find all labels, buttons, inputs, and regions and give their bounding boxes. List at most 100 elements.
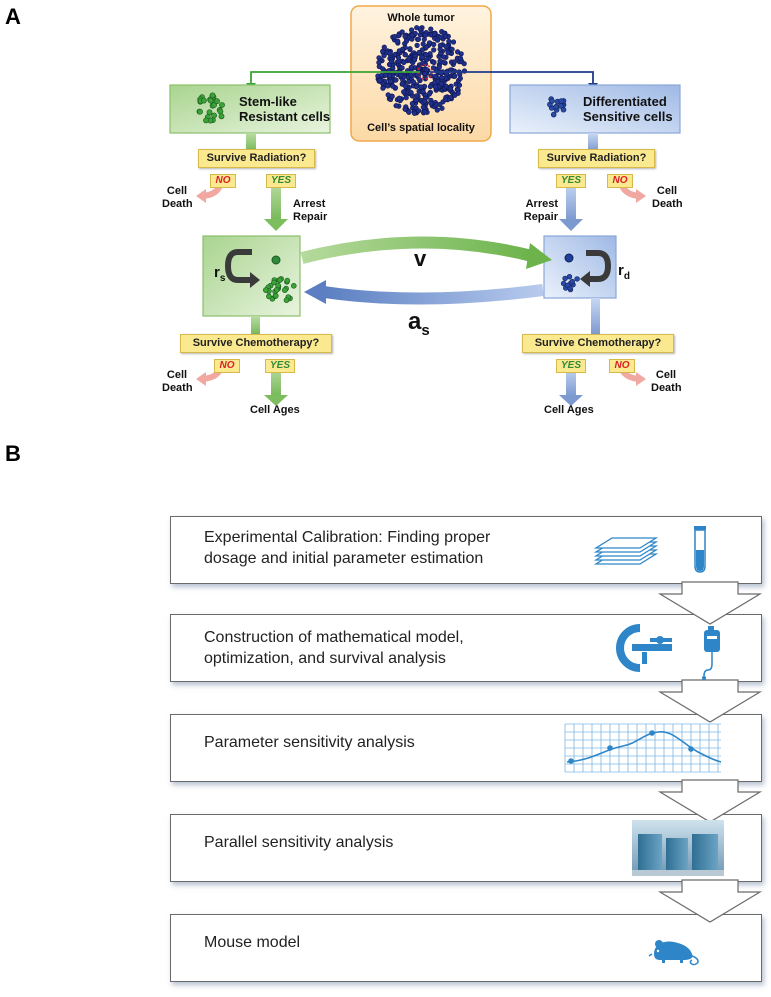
arrest-repair-right: Arrest Repair <box>518 198 558 224</box>
cell-death-line2: Death <box>162 382 193 394</box>
cell-dot <box>284 277 291 284</box>
cell-dot <box>456 82 463 88</box>
survive-chemo-right: Survive Chemotherapy? <box>522 334 674 353</box>
cell-dot <box>214 98 220 105</box>
cell-dot <box>420 41 426 47</box>
cell-dot <box>410 79 417 85</box>
cell-death-line1: Cell <box>166 369 188 381</box>
whole-tumor-label: Whole tumor <box>387 12 455 24</box>
cell-dot <box>380 48 386 55</box>
cell-death-line1: Cell <box>656 185 678 197</box>
cell-dot <box>211 112 217 119</box>
cell-dot <box>423 52 429 58</box>
panel-a-label: A <box>5 4 21 29</box>
yes-tag-chemo-left: YES <box>265 359 295 373</box>
as-sub: s <box>421 321 430 339</box>
cell-dot <box>395 55 402 61</box>
cell-dot <box>447 85 454 92</box>
step-3-text: Parameter sensitivity analysis <box>204 734 415 751</box>
arrest-repair-left: Arrest Repair <box>293 198 327 224</box>
cell-dot <box>409 100 416 107</box>
cell-dot <box>266 293 272 300</box>
cell-dot <box>428 100 434 106</box>
cell-dot <box>395 38 401 44</box>
cell-dot <box>402 106 408 112</box>
cell-dot <box>414 42 420 49</box>
cell-dot <box>432 84 439 90</box>
cell-dot <box>449 46 455 52</box>
cell-death-chemo-right: Cell Death <box>651 369 682 395</box>
cell-dot <box>407 46 413 52</box>
stem-label-line1: Stem-like <box>239 94 297 109</box>
connector-to-stem <box>250 71 420 85</box>
cell-dot <box>553 103 559 110</box>
cell-dot <box>446 38 452 44</box>
cell-dot <box>203 117 209 124</box>
panel-b-label: B <box>5 441 21 466</box>
cell-dot <box>436 64 442 70</box>
cell-dot <box>455 49 461 55</box>
yes-tag-chemo-right: YES <box>556 359 586 373</box>
cell-dot <box>393 103 399 109</box>
cell-dot <box>428 26 434 32</box>
cell-dot <box>550 111 557 118</box>
cell-dot <box>451 59 458 65</box>
cell-dot <box>283 297 290 304</box>
cell-dot <box>419 54 425 60</box>
diff-single-cell <box>564 253 574 263</box>
cell-dot <box>408 72 414 78</box>
cell-dot <box>569 278 575 285</box>
step-1-text: Experimental Calibration: Finding proper… <box>204 527 490 569</box>
cell-dot <box>413 97 419 103</box>
cell-dot <box>439 105 445 111</box>
tumor-cluster <box>375 25 468 116</box>
no-tag-chemo-right: NO <box>609 359 635 373</box>
arrest-label: Arrest <box>293 198 326 210</box>
cell-dot <box>461 61 467 67</box>
cell-dot <box>422 98 428 104</box>
cell-dot <box>406 109 412 115</box>
cell-dot <box>393 77 399 83</box>
cell-dot <box>432 79 438 86</box>
diff-cells-label: Differentiated Sensitive cells <box>583 94 673 124</box>
cell-dot <box>457 55 464 61</box>
cell-dot <box>377 77 383 84</box>
cell-dot <box>391 33 398 40</box>
cell-dot <box>457 75 463 81</box>
cell-dot <box>439 75 445 81</box>
cell-dot <box>452 73 458 79</box>
cell-dot <box>423 66 430 73</box>
cell-dot <box>420 104 426 110</box>
cell-death-chemo-left: Cell Death <box>162 369 193 395</box>
cell-dot <box>414 93 420 99</box>
stem-cells-label: Stem-like Resistant cells <box>239 94 330 124</box>
cell-dot <box>442 33 449 40</box>
cell-dot <box>211 102 217 108</box>
cell-dot <box>560 106 567 113</box>
cell-dot <box>422 32 429 38</box>
cell-dot <box>376 63 382 70</box>
cell-dot <box>437 42 444 49</box>
diff-cell-cluster <box>547 96 567 118</box>
stem-divided-cluster <box>262 276 297 304</box>
cell-death-line2: Death <box>651 382 682 394</box>
cell-dot <box>416 49 422 56</box>
cell-dot <box>426 91 433 97</box>
cell-dot <box>197 108 203 115</box>
step-box-calibration <box>170 516 762 584</box>
cell-dot <box>396 95 402 101</box>
cell-dot <box>427 83 434 90</box>
cell-dot <box>432 73 438 79</box>
cell-dot <box>383 72 389 78</box>
cell-dot <box>431 31 438 37</box>
cell-dot <box>418 84 424 90</box>
cell-dot <box>276 277 283 283</box>
cell-dot <box>398 72 404 78</box>
rd-sub: d <box>623 271 630 282</box>
cell-dot <box>200 97 207 104</box>
diff-divided-cluster <box>560 274 580 293</box>
repair-label: Repair <box>293 211 328 223</box>
arrest-label: Arrest <box>525 198 558 210</box>
cell-dot <box>376 55 382 61</box>
sensitivity-graph-icon <box>564 723 722 773</box>
